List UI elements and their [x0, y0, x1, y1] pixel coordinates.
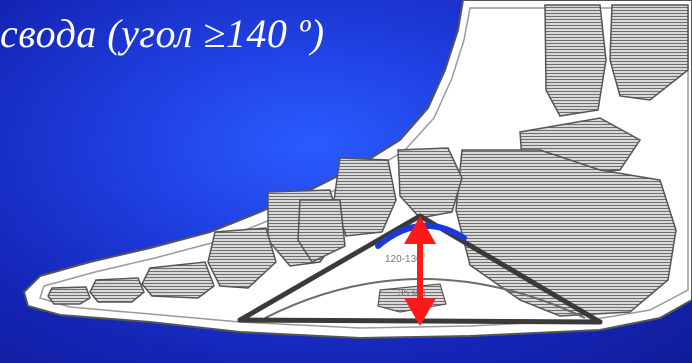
phalanx-bone-2 [90, 278, 144, 302]
tibia-bone [545, 5, 606, 116]
slide-title: свода (угол ≥140 º) [0, 10, 325, 57]
phalanx-bone-3 [48, 287, 90, 304]
phalanx-bone [142, 262, 214, 298]
